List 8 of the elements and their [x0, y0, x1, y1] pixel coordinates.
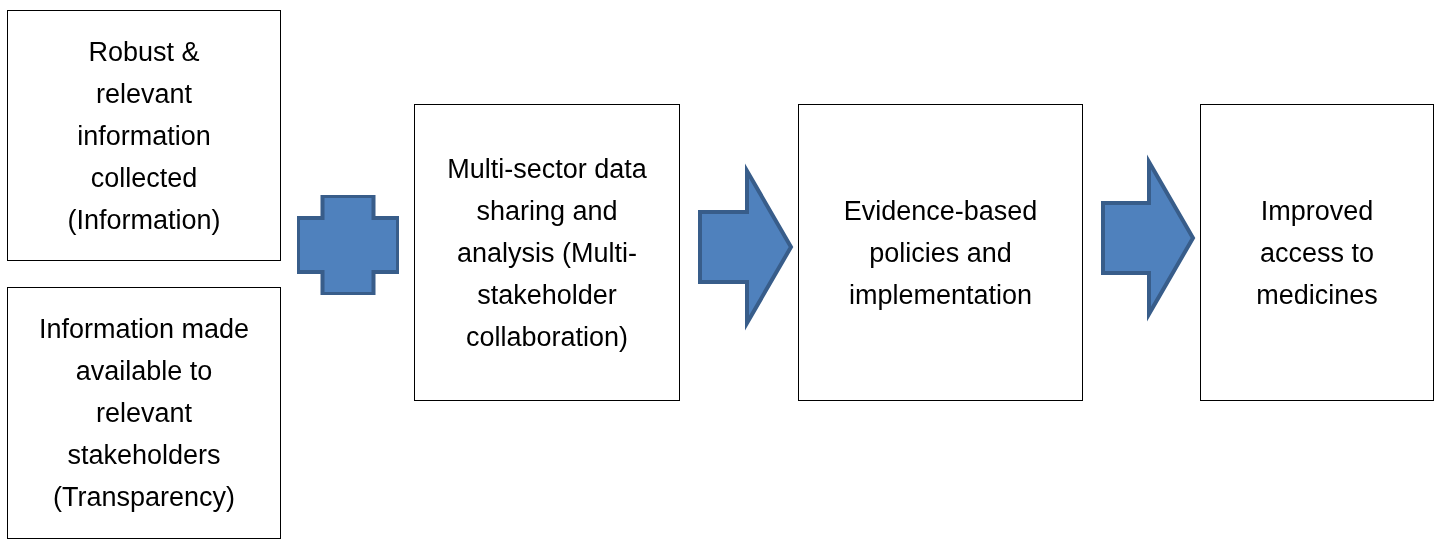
process-box: Improved access to medicines: [1200, 104, 1434, 401]
process-box: Evidence-based policies and implementation: [798, 104, 1083, 401]
block-arrow: [698, 163, 794, 331]
process-box: Multi-sector data sharing and analysis (Multi-stakeholder collaboration): [414, 104, 680, 401]
process-box: Robust & relevant information collected (Information): [7, 10, 281, 261]
block-arrow: [1101, 154, 1196, 322]
cross-symbol: [297, 195, 399, 295]
process-box: Information made available to relevant stakeholders (Transparency): [7, 287, 281, 539]
